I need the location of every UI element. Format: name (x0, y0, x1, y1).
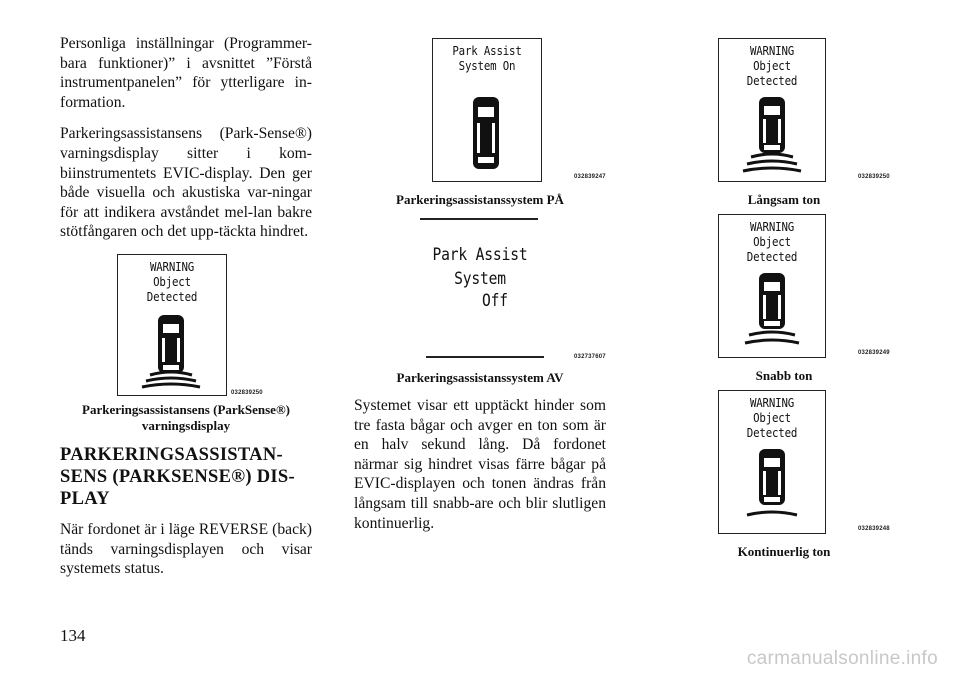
figure-code: 032839249 (858, 350, 890, 356)
vehicle-rear-icon (746, 449, 798, 517)
lcd-line: Object (153, 273, 191, 289)
figure-caption: Parkeringsassistansens (ParkSense®) varn… (82, 401, 290, 433)
reverse-paragraph: När fordonet är i läge REVERSE (back) tä… (60, 520, 312, 578)
intro-paragraph: Personliga inställningar (Programmer-bar… (60, 35, 312, 111)
system-on-figure: Park Assist System On 032839247 (360, 34, 606, 186)
lcd-line: System On (458, 58, 516, 73)
lcd-screen: WARNING Object Detected (718, 38, 826, 182)
figure-caption: Snabb ton (755, 368, 813, 383)
slow-tone-figure: WARNING Object Detected 032839250 (668, 34, 900, 186)
display-location-paragraph: Parkeringsassistansens (Park-Sense®) var… (60, 125, 312, 241)
lcd-line: WARNING (149, 258, 195, 274)
section-heading: PARKERINGSASSISTAN-SENS (PARKSENSE®) DIS… (60, 444, 295, 509)
lcd-line: Park Assist (432, 245, 528, 265)
vehicle-rear-icon (742, 97, 802, 173)
lcd-line: Detected (746, 249, 798, 264)
divider (426, 356, 544, 358)
lcd-line: System (454, 269, 506, 289)
system-off-figure: Park Assist System Off 032737607 (360, 234, 606, 364)
lcd-screen: WARNING Object Detected (718, 214, 826, 358)
figure-caption: Långsam ton (747, 192, 821, 207)
lcd-line: Object (753, 410, 791, 425)
page-number: 134 (60, 626, 86, 645)
figure-caption: Parkeringsassistanssystem AV (396, 370, 564, 385)
figure-code: 032839250 (231, 389, 263, 396)
lcd-line: WARNING (749, 43, 795, 58)
figure-code: 032839247 (574, 174, 606, 180)
lcd-line: Off (482, 291, 508, 311)
figure-code: 032839250 (858, 174, 890, 180)
lcd-line: Park Assist (452, 43, 522, 58)
figure-caption: Kontinuerlig ton (737, 544, 831, 559)
figure-code: 032737607 (574, 354, 606, 360)
figure-code: 032839248 (858, 526, 890, 532)
lcd-line: Detected (746, 73, 798, 88)
fast-tone-figure: WARNING Object Detected 032839249 (668, 210, 900, 362)
warning-arc-paragraph: Systemet visar ett upptäckt hinder som t… (354, 397, 606, 532)
lcd-line: Object (753, 234, 791, 249)
lcd-screen: Park Assist System On (432, 38, 542, 182)
lcd-line: Detected (746, 425, 798, 440)
vehicle-rear-icon (473, 97, 499, 169)
warning-display-figure: WARNING Object Detected 032839250 (91, 253, 281, 402)
lcd-line: WARNING (749, 219, 795, 234)
figure-caption: Parkeringsassistanssystem PÅ (396, 192, 564, 207)
lcd-screen: WARNING Object Detected (117, 253, 227, 396)
vehicle-rear-icon (744, 273, 800, 345)
continuous-tone-figure: WARNING Object Detected 032839248 (668, 386, 900, 538)
left-column: Personliga inställningar (Programmer-bar… (60, 34, 312, 591)
right-column: WARNING Object Detected 032839250 Långsa… (668, 34, 900, 560)
lcd-line: Object (753, 58, 791, 73)
watermark: carmanualsonline.info (746, 648, 938, 669)
middle-column: Park Assist System On 032839247 Parkerin… (354, 34, 606, 545)
lcd-screen: WARNING Object Detected (718, 390, 826, 534)
lcd-line: WARNING (749, 395, 795, 410)
vehicle-rear-icon (141, 314, 201, 389)
divider (420, 218, 538, 220)
lcd-line: Detected (146, 288, 198, 304)
